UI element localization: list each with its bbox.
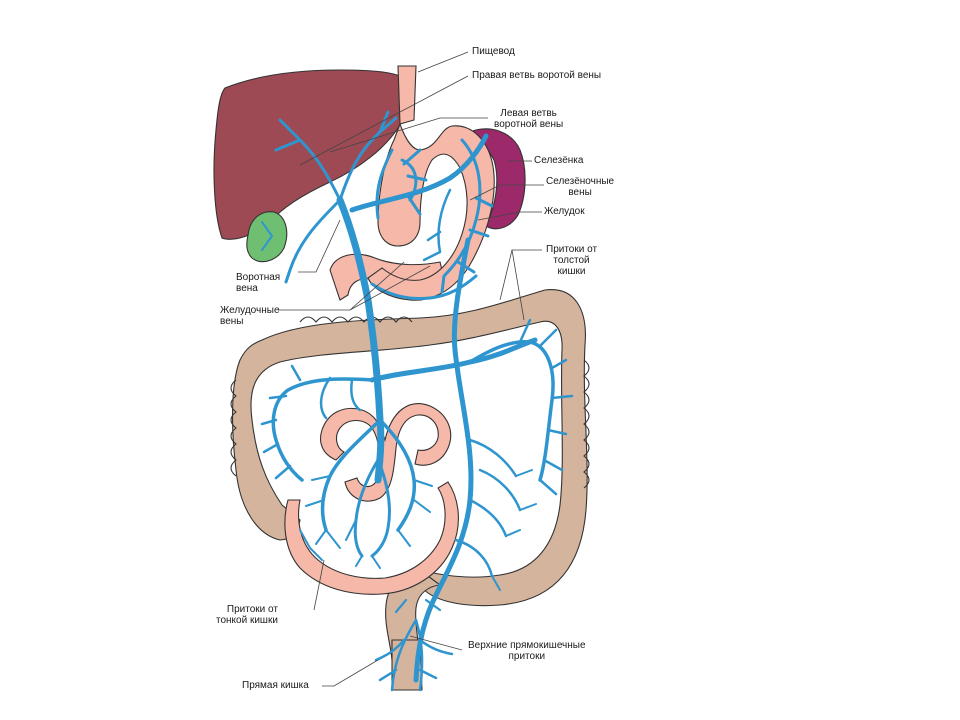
label-left-portal-branch: Левая ветвь воротной вены [494,108,563,130]
leader-lines [278,51,544,687]
label-stomach: Желудок [544,206,585,217]
label-small-intestine-tributaries-line2: тонкой кишки [216,615,278,626]
label-small-intestine-tributaries-line1: Притоки от [226,604,278,615]
label-colon-tributaries-line3: кишки [557,266,586,277]
label-rectum-text: Прямая кишка [242,680,309,691]
label-colon-tributaries-line1: Притоки от [546,244,598,255]
portal-veins [260,110,574,692]
label-splenic-veins: Селезёночные вены [546,176,614,198]
gallbladder [246,211,288,263]
label-portal-vein-line1: Воротная [236,272,281,283]
label-esophagus: Пищевод [472,46,515,57]
label-colon-tributaries: Притоки от толстой кишки [546,244,597,277]
colon [230,289,590,691]
label-left-portal-branch-line1: Левая ветвь [500,108,557,119]
label-superior-rectal-tributaries-line1: Верхние прямокишечные [468,640,586,651]
label-left-portal-branch-line2: воротной вены [494,119,564,130]
label-spleen-text: Селезёнка [534,155,584,166]
label-portal-vein-line2: вена [236,283,258,294]
label-stomach-text: Желудок [544,206,585,217]
spleen [469,128,526,230]
label-right-portal-branch-text: Правая ветвь воротой вены [472,70,602,81]
label-portal-vein: Воротная вена [236,272,280,294]
label-gastric-veins: Желудочные вены [220,305,280,327]
label-splenic-veins-line2: вены [568,187,592,198]
label-right-portal-branch: Правая ветвь воротой вены [472,70,601,81]
label-splenic-veins-line1: Селезёночные [546,176,615,187]
label-esophagus-text: Пищевод [472,46,515,57]
label-gastric-veins-line1: Желудочные [220,305,280,316]
label-rectum: Прямая кишка [242,680,309,691]
label-small-intestine-tributaries: Притоки от тонкой кишки [216,604,278,626]
label-colon-tributaries-line2: толстой [553,255,590,266]
label-spleen: Селезёнка [534,155,583,166]
label-superior-rectal-tributaries-line2: притоки [508,651,546,662]
label-superior-rectal-tributaries: Верхние прямокишечные притоки [468,640,586,662]
label-gastric-veins-line2: вены [220,316,244,327]
